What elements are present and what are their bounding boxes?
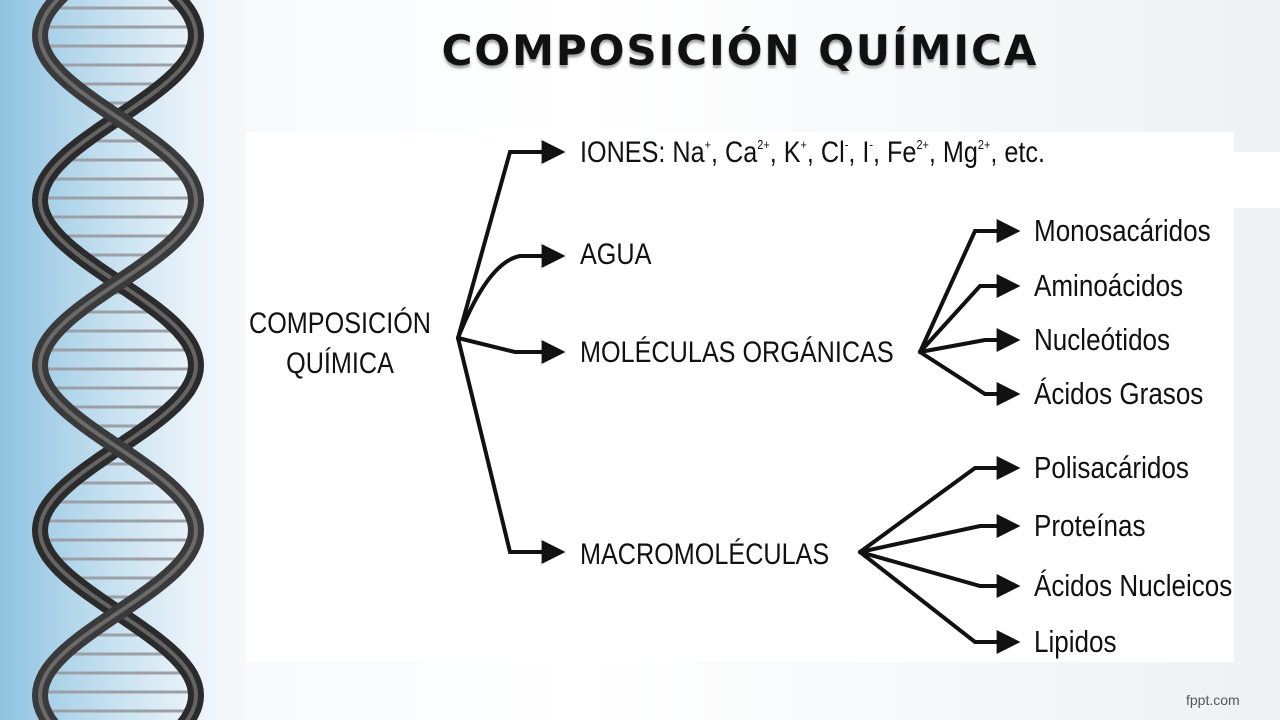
ion-separator: , [848, 136, 863, 169]
iones-prefix: IONES: [580, 136, 673, 169]
ion-symbol: Na [672, 136, 705, 169]
moleculas-organicas-node-label: MOLÉCULAS ORGÁNICAS [580, 336, 894, 369]
leaf-aminoacidos: Aminoácidos [1034, 268, 1184, 303]
ion-list: Na+, Ca2+, K+, Cl-, I-, Fe2+, Mg2+, [672, 136, 1004, 169]
arrow-to-proteinas [858, 514, 1021, 554]
root-line-1: COMPOSICIÓN [249, 307, 432, 340]
arrow-to-acidos-grasos [918, 350, 1021, 406]
ion-charge: 2+ [977, 137, 991, 152]
ion-separator: , [769, 136, 784, 169]
ion-symbol: Ca [725, 136, 758, 169]
leaf-acidos-grasos: Ácidos Grasos [1034, 376, 1204, 411]
arrow-to-iones [456, 140, 566, 340]
arrow-to-agua [456, 244, 566, 340]
slide-title: COMPOSICIÓN QUÍMICA [441, 26, 1039, 75]
arrow-to-monosacaridos [918, 219, 1021, 354]
macromoleculas-node-label: MACROMOLÉCULAS [580, 538, 830, 571]
footer-credit: fppt.com [1186, 692, 1240, 708]
ion-5: Fe2+, [887, 136, 943, 169]
diagram-background [246, 132, 1234, 662]
ion-separator: , [806, 136, 821, 169]
root-node-label: COMPOSICIÓN QUÍMICA [249, 304, 431, 384]
iones-node-label: IONES: Na+, Ca2+, K+, Cl-, I-, Fe2+, Mg2… [580, 136, 1045, 170]
ion-charge: 2+ [757, 137, 770, 152]
ion-separator: , [990, 136, 1005, 169]
ion-separator: , [873, 136, 888, 169]
leaf-lipidos: Lipidos [1034, 624, 1117, 659]
arrow-to-polisacaridos [858, 456, 1021, 554]
arrow-to-lipidos [858, 550, 1021, 654]
arrow-to-moleculas-organicas [456, 336, 566, 364]
ion-separator: , [928, 136, 943, 169]
diagram-background-strip [1234, 152, 1280, 208]
leaf-proteinas: Proteínas [1034, 508, 1146, 543]
ion-symbol: K [783, 136, 801, 169]
leaf-monosacaridos: Monosacáridos [1034, 213, 1211, 248]
ion-2: K+, [784, 136, 821, 169]
arrow-to-macromoleculas [456, 336, 566, 564]
ion-charge: - [869, 137, 874, 152]
ion-separator: , [711, 136, 726, 169]
ion-symbol: Mg [942, 136, 978, 169]
ion-6: Mg2+, [943, 136, 1004, 169]
ion-charge: + [800, 137, 807, 152]
ion-0: Na+, [672, 136, 725, 169]
ion-3: Cl-, [821, 136, 862, 169]
ion-symbol: Cl [820, 136, 845, 169]
dna-helix-graphic [31, 0, 205, 720]
dna-strand-highlight [37, 0, 199, 720]
leaf-nucleotidos: Nucleótidos [1034, 322, 1171, 357]
ion-charge: 2+ [916, 137, 929, 152]
ion-1: Ca2+, [725, 136, 784, 169]
arrow-to-acidos-nucleicos [858, 550, 1021, 598]
agua-node-label: AGUA [580, 238, 652, 271]
leaf-polisacaridos: Polisacáridos [1034, 450, 1189, 485]
iones-suffix: etc. [1004, 136, 1046, 169]
ion-charge: + [704, 137, 712, 152]
arrow-to-aminoacidos [918, 274, 1021, 354]
ion-symbol: I [862, 136, 870, 169]
dna-helix-decoration [0, 0, 250, 720]
leaf-acidos-nucleicos: Ácidos Nucleicos [1034, 568, 1233, 603]
arrow-to-nucleotidos [918, 328, 1021, 354]
ion-symbol: Fe [887, 136, 917, 169]
root-line-2: QUÍMICA [286, 347, 394, 380]
ion-4: I-, [862, 136, 887, 169]
ion-charge: - [844, 137, 849, 152]
